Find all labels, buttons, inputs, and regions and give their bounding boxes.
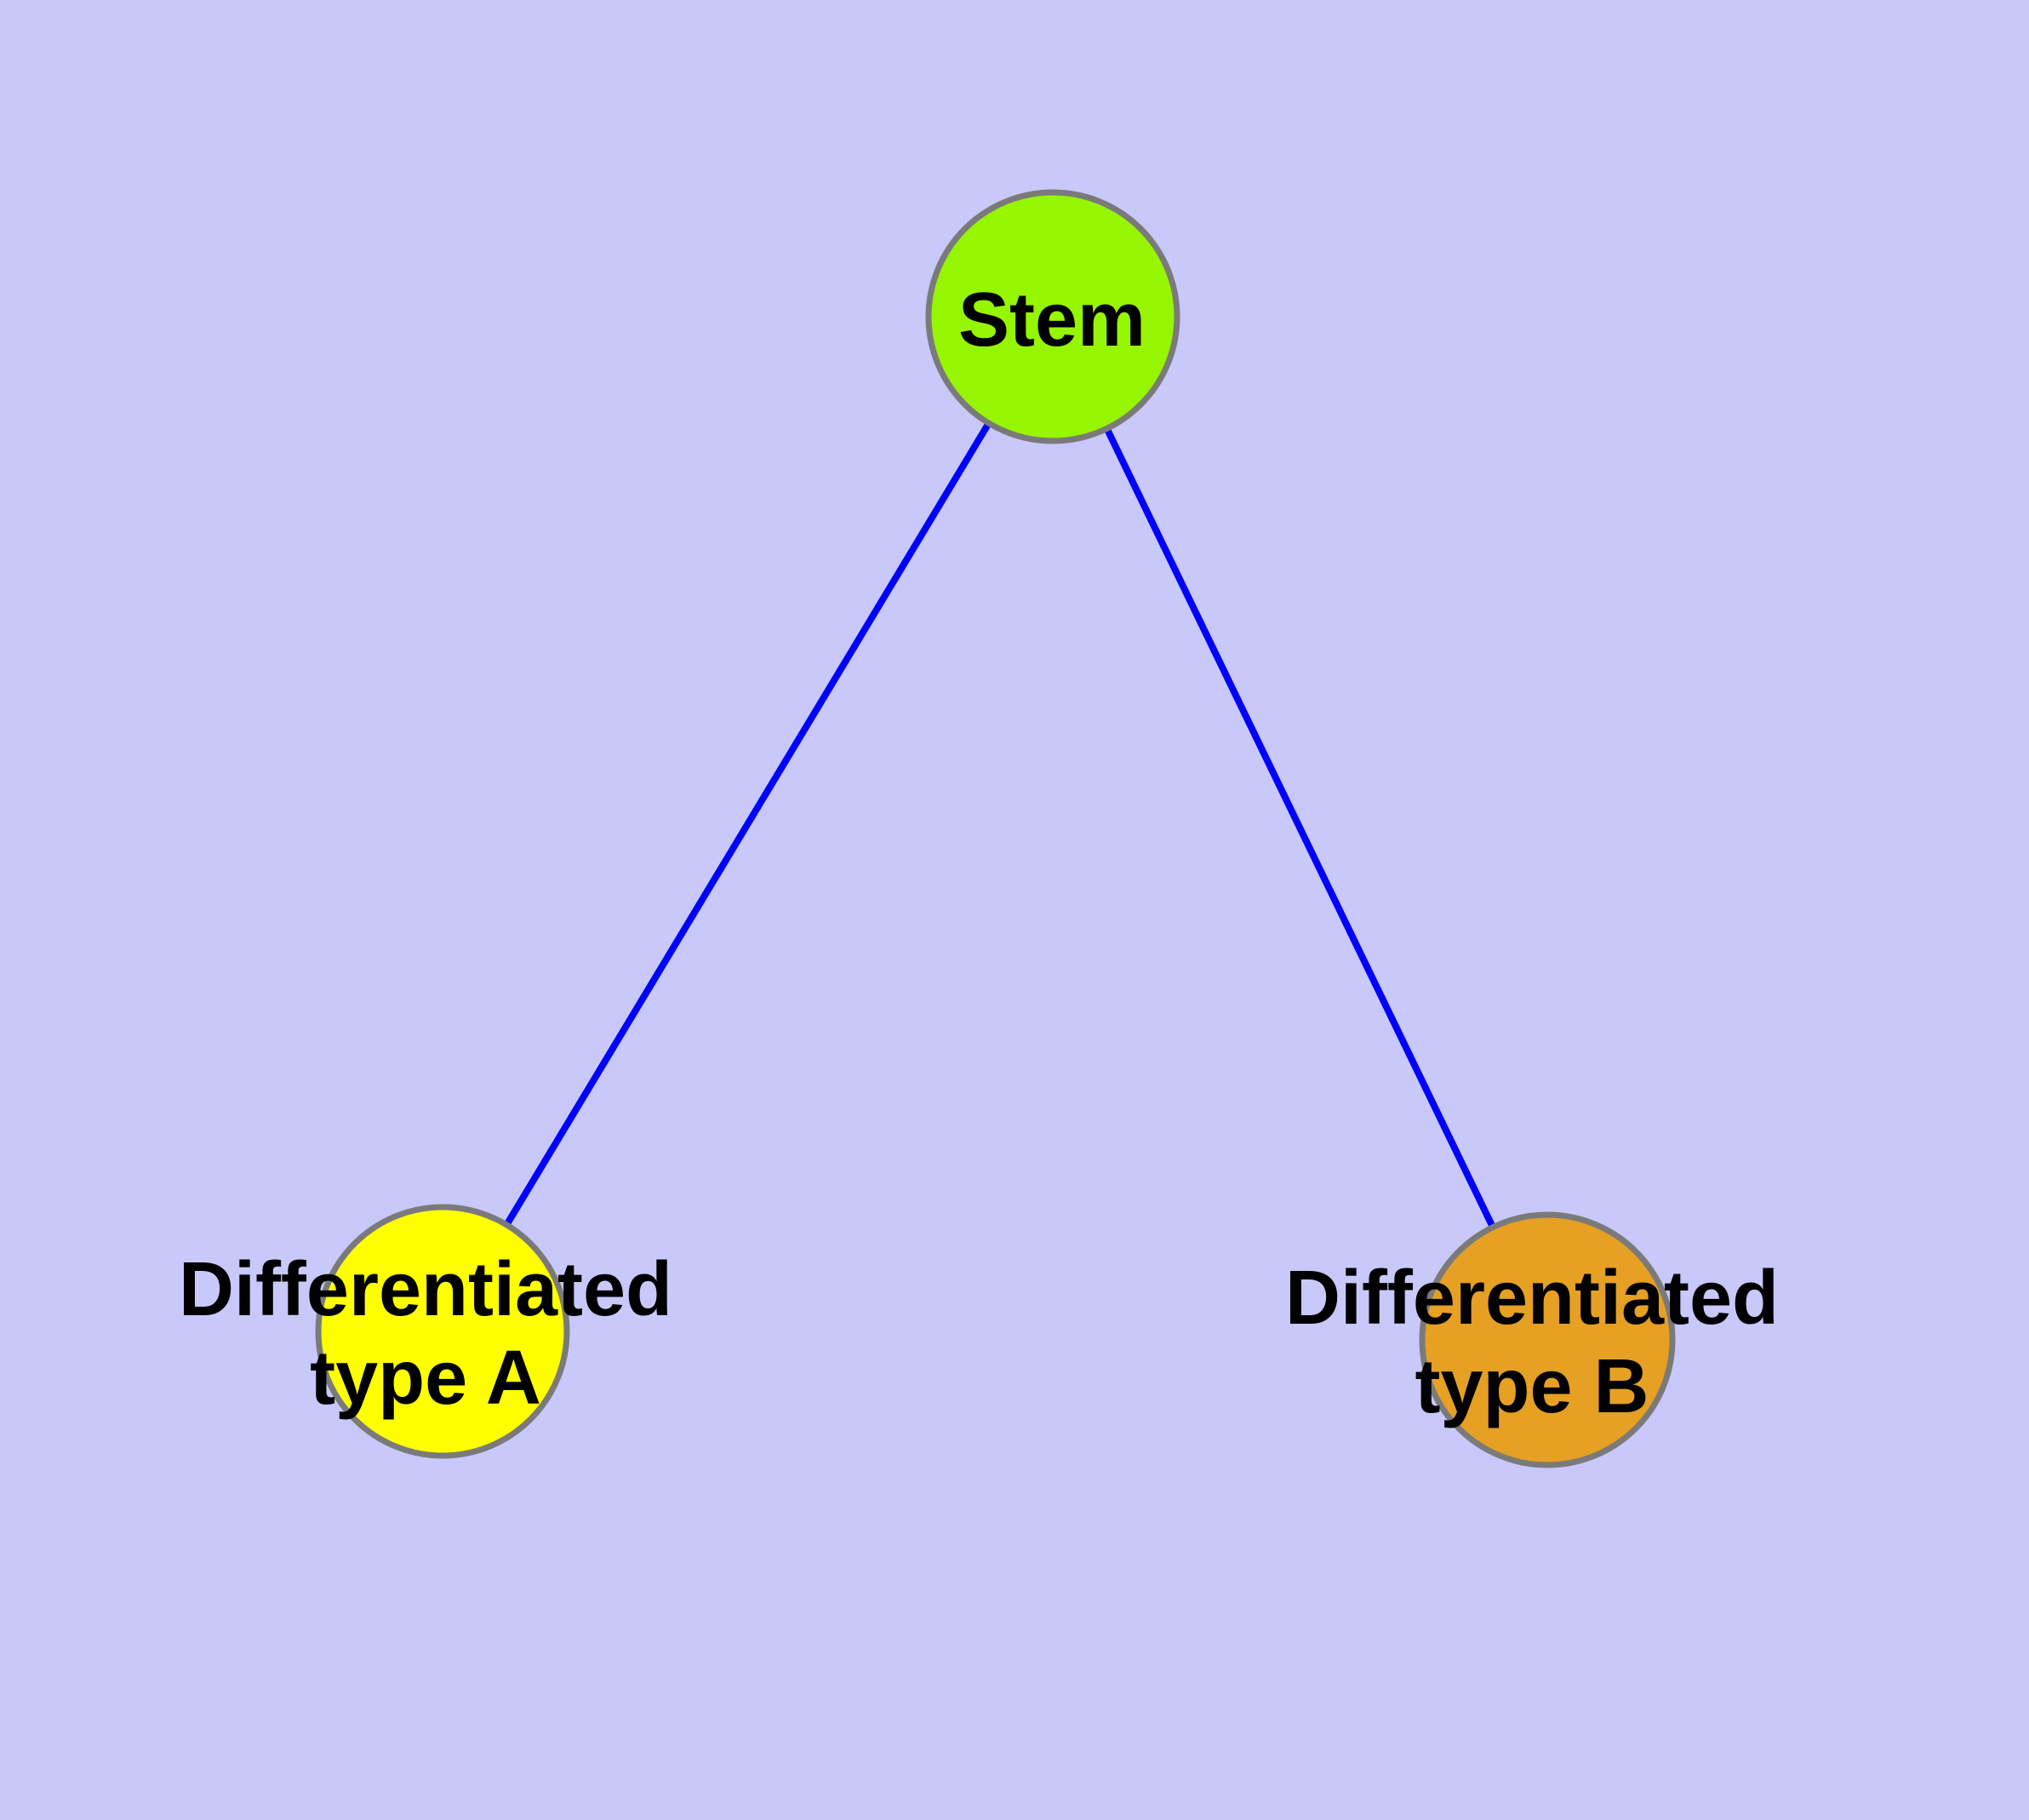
node-type-a: Differentiated type A — [179, 1204, 672, 1459]
node-type-a-label-line1: Differentiated — [179, 1247, 672, 1332]
node-type-b-label-line2: type B — [1415, 1344, 1649, 1429]
node-stem: Stem — [925, 189, 1180, 444]
node-type-a-circle — [315, 1204, 570, 1459]
edge-stem-to-type-b — [1049, 315, 1551, 1342]
node-type-a-label-line2: type A — [310, 1336, 541, 1421]
edges — [439, 314, 1551, 1342]
node-stem-label: Stem — [958, 278, 1146, 363]
node-type-b: Differentiated type B — [1285, 1211, 1779, 1468]
node-stem-circle — [925, 189, 1180, 444]
node-type-b-circle — [1419, 1211, 1676, 1468]
edge-stem-to-type-a — [439, 314, 1056, 1334]
node-type-b-label-line1: Differentiated — [1285, 1256, 1779, 1341]
